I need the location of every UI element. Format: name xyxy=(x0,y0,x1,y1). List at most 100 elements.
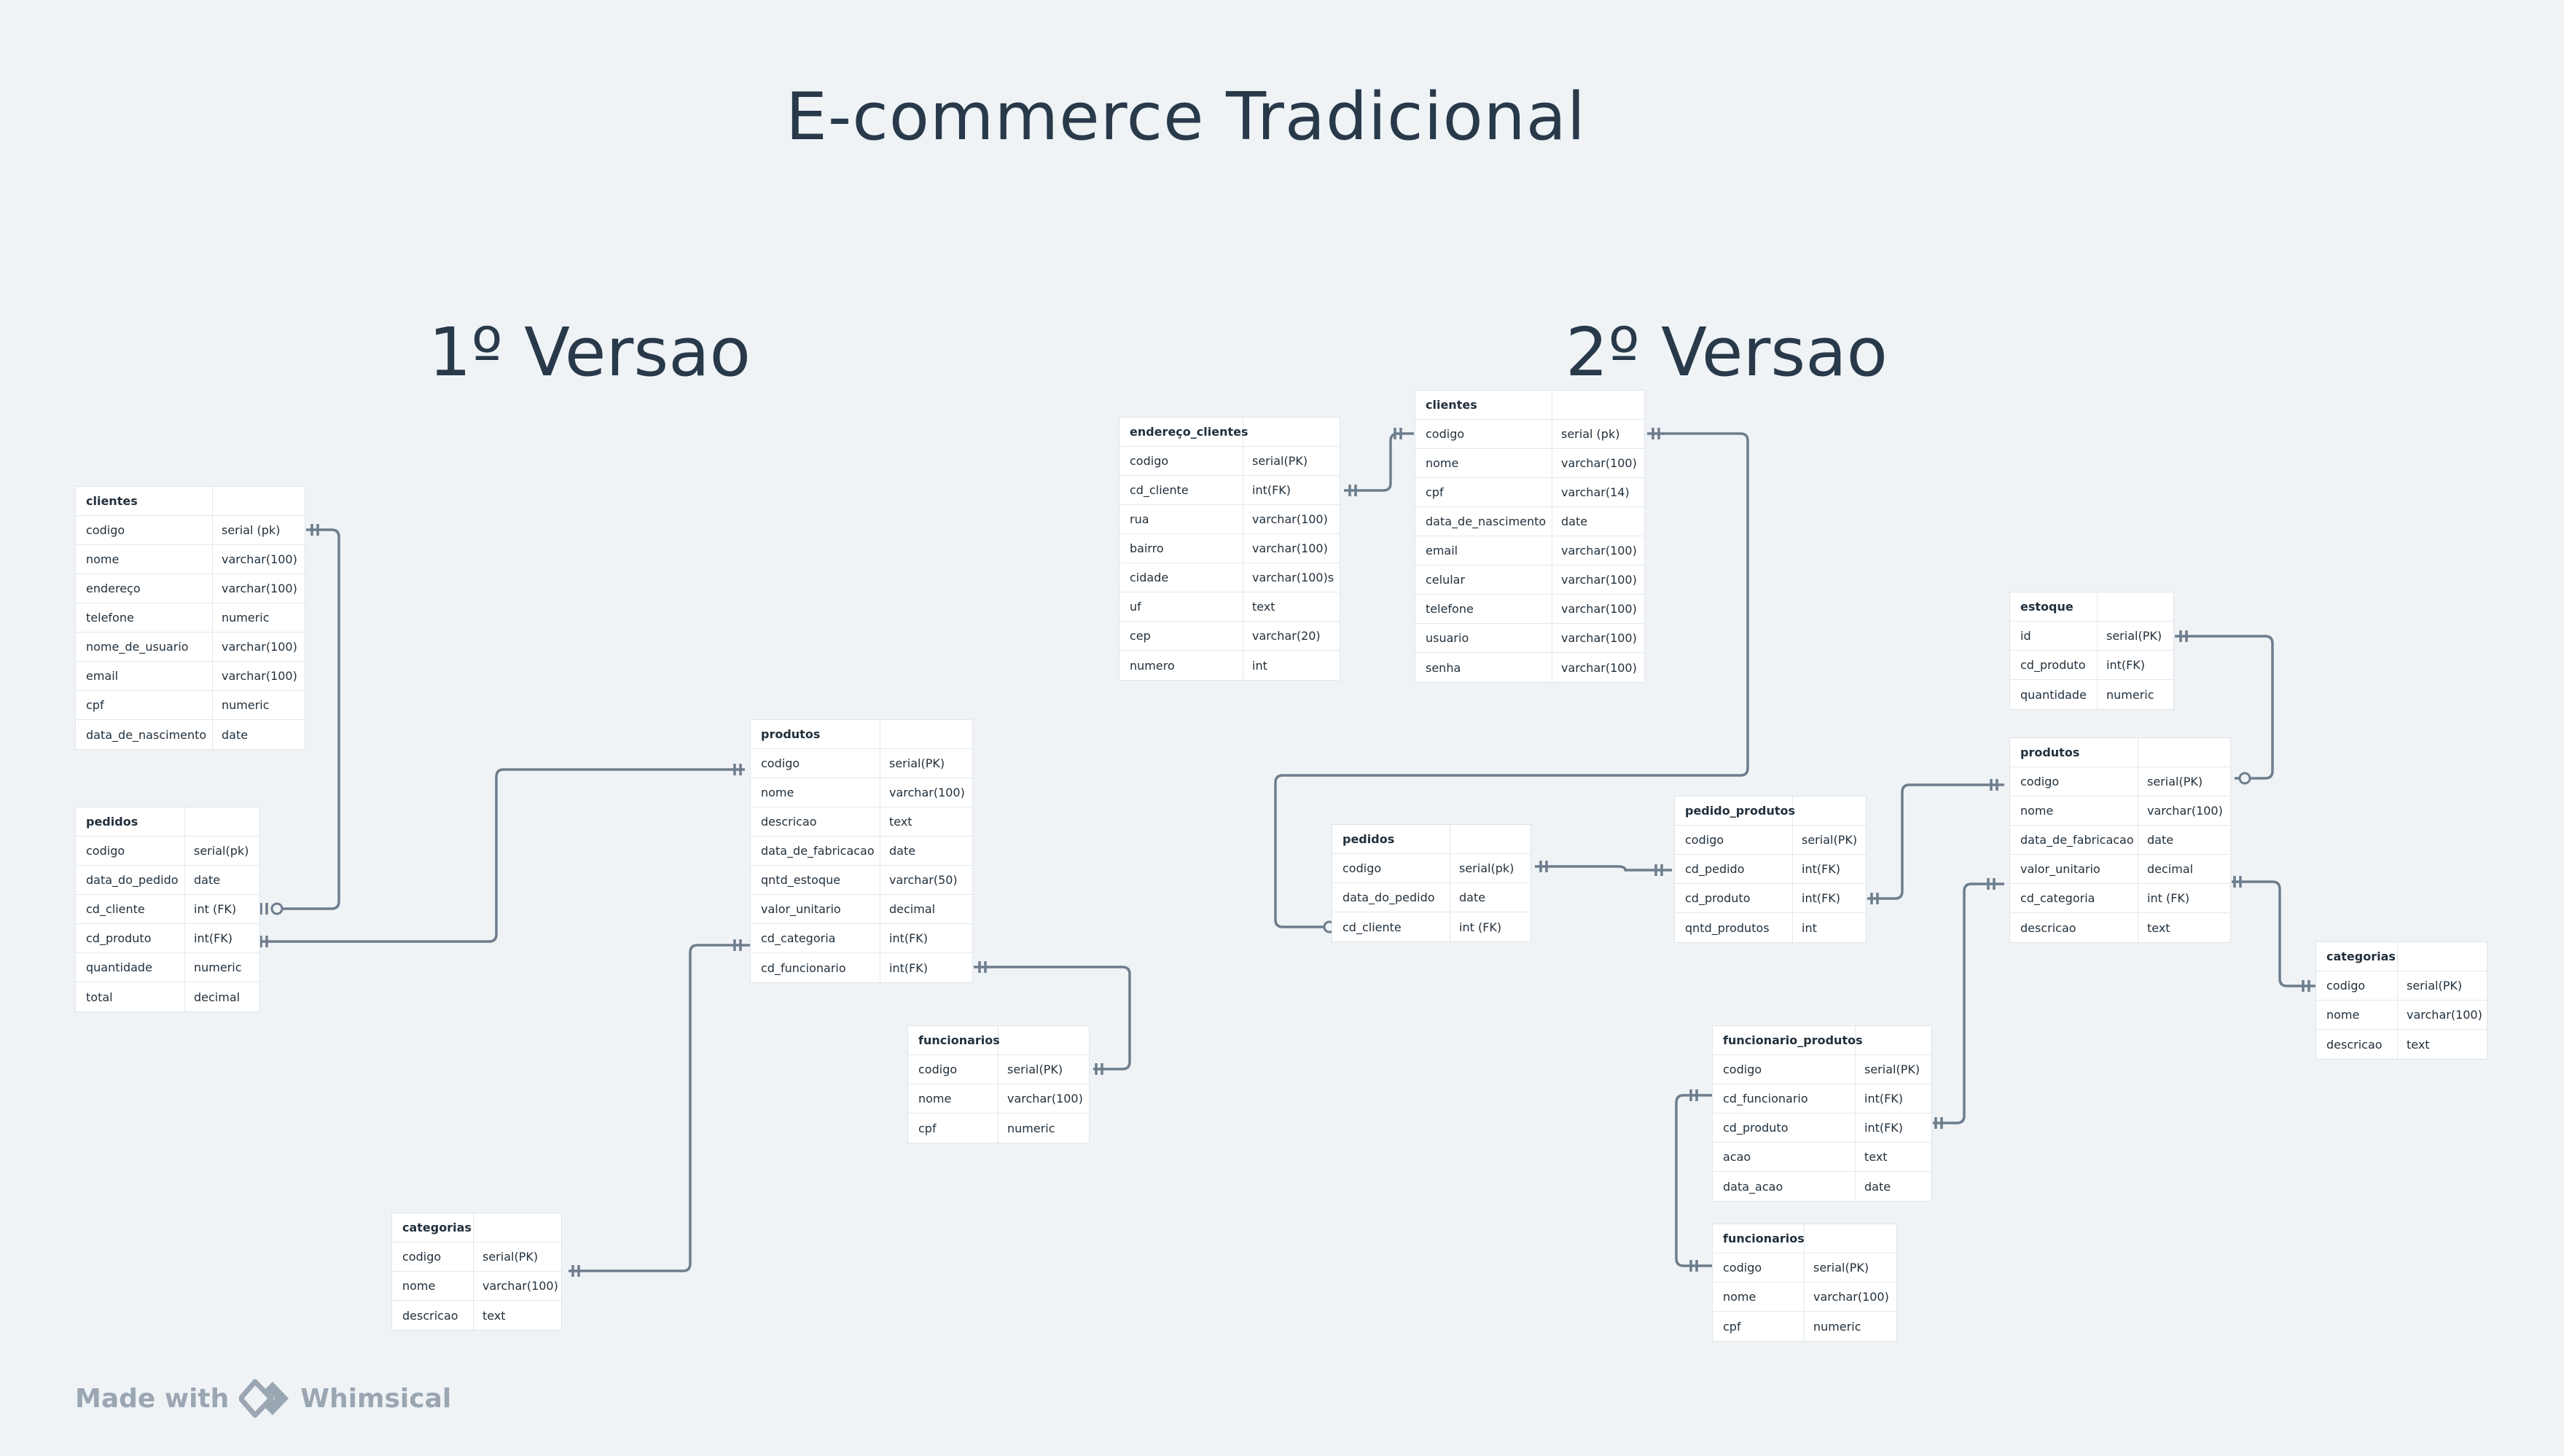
column-name: cd_funcionario xyxy=(751,953,880,982)
whimsical-logo-icon xyxy=(239,1379,289,1418)
table-row: cd_cliente int (FK) xyxy=(76,895,259,924)
column-type: serial(PK) xyxy=(2407,979,2463,993)
table-name: categorias xyxy=(392,1213,474,1242)
column-type: serial(PK) xyxy=(1007,1062,1063,1076)
made-with-label: Made with xyxy=(75,1383,230,1414)
table-header-empty-cell xyxy=(185,807,194,836)
column-type: int(FK) xyxy=(194,931,233,945)
column-name: nome xyxy=(1415,449,1552,477)
table-row: codigo serial(pk) xyxy=(76,837,259,866)
connector-v1-produtos-funcionarios xyxy=(974,966,1131,1071)
table-header: funcionario_produtos xyxy=(1713,1026,1931,1055)
table-header-empty-cell xyxy=(2398,942,2407,971)
column-type: varchar(100) xyxy=(222,669,297,683)
made-with-whimsical-badge[interactable]: Made with Whimsical xyxy=(75,1379,451,1418)
table-name: clientes xyxy=(1415,391,1552,419)
column-name: celular xyxy=(1415,565,1552,594)
column-type: date xyxy=(1459,891,1486,904)
table-header: clientes xyxy=(1415,391,1644,420)
cardinality-mark xyxy=(1934,1117,1943,1129)
table-header: categorias xyxy=(392,1213,561,1242)
connector-v2-clientes-pedidos xyxy=(1274,432,1749,928)
column-type: varchar(100) xyxy=(1561,456,1637,470)
table-name: estoque xyxy=(2010,592,2098,621)
column-type: date xyxy=(1561,514,1588,528)
connector-v2-estoque-produtos xyxy=(2175,635,2274,780)
column-name: nome xyxy=(2316,1001,2398,1029)
column-name: data_de_nascimento xyxy=(76,720,213,749)
column-type: serial(pk) xyxy=(194,844,249,858)
column-name: cd_produto xyxy=(76,924,185,952)
column-type: varchar(14) xyxy=(1561,485,1630,499)
connector-v2-produtos-categorias xyxy=(2232,880,2318,987)
column-name: codigo xyxy=(2010,767,2138,796)
column-name: codigo xyxy=(76,837,185,865)
connector-v2-pedidoprodutos-produtos xyxy=(1867,783,2004,900)
column-type: serial(PK) xyxy=(2147,775,2203,788)
column-name: cpf xyxy=(1415,478,1552,506)
column-type: int(FK) xyxy=(1802,891,1841,905)
column-type: numeric xyxy=(1007,1121,1055,1135)
cardinality-mark xyxy=(1654,864,1663,876)
column-type: text xyxy=(2407,1037,2430,1052)
column-type: decimal xyxy=(889,902,936,916)
table-row: valor_unitario decimal xyxy=(751,895,972,924)
column-name: valor_unitario xyxy=(751,895,880,923)
column-type: int (FK) xyxy=(194,902,237,916)
table-name: funcionarios xyxy=(1713,1224,1805,1253)
cardinality-mark xyxy=(1348,485,1357,496)
column-type: serial(pk) xyxy=(1459,861,1514,875)
column-name: cd_cliente xyxy=(1119,476,1243,504)
column-name: codigo xyxy=(908,1055,998,1084)
table-header: pedido_produtos xyxy=(1675,797,1866,826)
table-name: funcionario_produtos xyxy=(1713,1026,1863,1054)
table-header-empty-cell xyxy=(2138,738,2147,767)
column-name: cd_cliente xyxy=(76,895,185,923)
column-name: endereço xyxy=(76,574,213,603)
column-name: descricao xyxy=(751,807,880,836)
table-row: codigo serial(PK) xyxy=(908,1055,1089,1084)
column-type: text xyxy=(482,1308,506,1323)
column-type: varchar(100) xyxy=(1561,631,1637,645)
table-header-empty-cell xyxy=(213,487,222,515)
column-name: codigo xyxy=(1675,826,1793,854)
column-type: date xyxy=(222,727,249,742)
column-name: id xyxy=(2010,622,2098,650)
column-name: uf xyxy=(1119,592,1243,621)
column-name: descricao xyxy=(2316,1030,2398,1059)
column-name: codigo xyxy=(2316,971,2398,1000)
column-type: serial(PK) xyxy=(482,1250,539,1264)
column-type: varchar(100) xyxy=(222,582,297,595)
connector-v1-clientes-pedidos xyxy=(274,528,340,910)
column-type: varchar(100) xyxy=(222,552,297,566)
column-name: telefone xyxy=(1415,595,1552,623)
column-type: text xyxy=(889,815,912,829)
column-type: int (FK) xyxy=(1459,920,1502,934)
